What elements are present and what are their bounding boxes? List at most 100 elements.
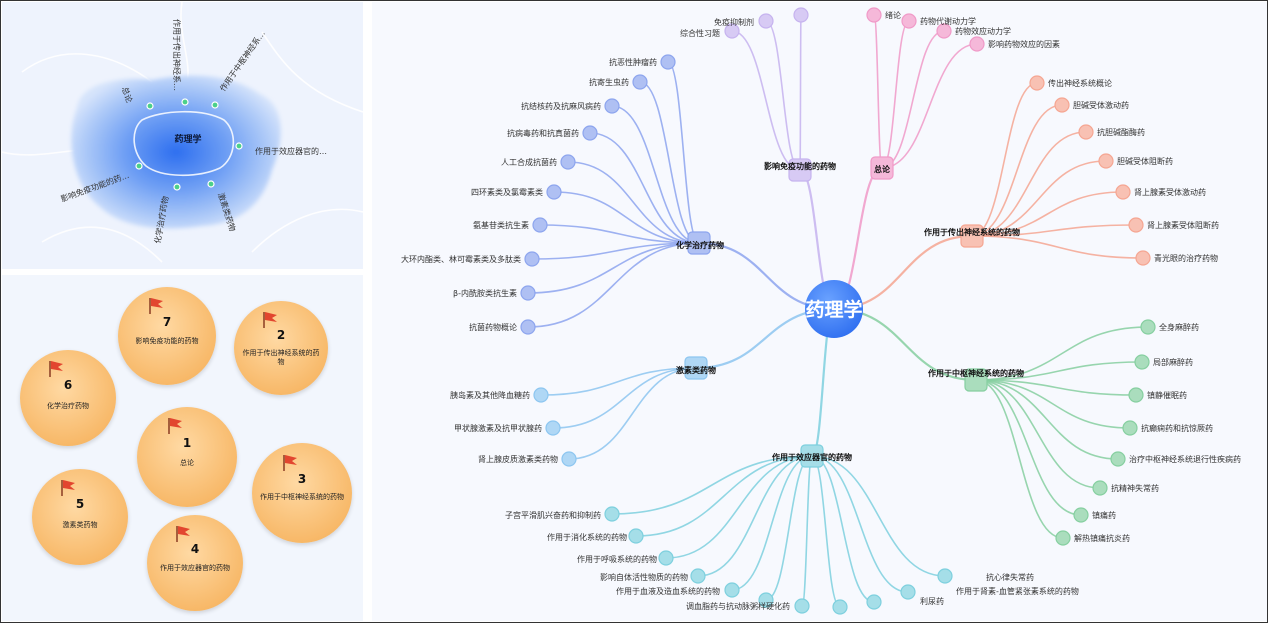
general-intro-leaf-dot[interactable]: [969, 36, 985, 52]
efferent-nervous-leaf-dot[interactable]: [1054, 97, 1070, 113]
effector-organ-leaf-dot[interactable]: [724, 582, 740, 598]
connector-line: [527, 242, 700, 328]
hormone-drugs-hub[interactable]: [684, 356, 708, 380]
chem-treatment-leaf-dot[interactable]: [520, 319, 536, 335]
effector-organ-leaf-dot[interactable]: [758, 592, 774, 608]
hormone-drugs-leaf-dot[interactable]: [561, 451, 577, 467]
chem-treatment-leaf-dot[interactable]: [660, 54, 676, 70]
hormone-drugs-hub-label: 激素类药物: [676, 365, 716, 375]
central-nervous-hub[interactable]: [964, 368, 988, 392]
chem-treatment-leaf-label: 抗寄生虫药: [589, 77, 629, 87]
chem-treatment-leaf-dot[interactable]: [546, 184, 562, 200]
connector-line: [873, 14, 883, 169]
connector-line: [971, 224, 1137, 237]
effector-organ-leaf-dot[interactable]: [900, 584, 916, 600]
central-nervous-leaf-dot[interactable]: [1140, 319, 1156, 335]
cloud-label-organ: 作用于效应器官的…: [255, 146, 327, 156]
central-nervous-leaf-label: 镇痛药: [1092, 510, 1116, 520]
chem-treatment-leaf-dot[interactable]: [524, 251, 540, 267]
bubble-card-5[interactable]: 5 激素类药物: [32, 469, 128, 565]
card-number: 2: [276, 328, 286, 342]
connector-line: [568, 367, 697, 460]
general-intro-hub[interactable]: [870, 156, 894, 180]
central-nervous-leaf-dot[interactable]: [1092, 480, 1108, 496]
general-intro-leaf-label: 药物代谢动力学: [920, 16, 976, 26]
connector-line: [527, 242, 700, 294]
efferent-nervous-leaf-dot[interactable]: [1078, 124, 1094, 140]
card-label: 影响免疫功能的药物: [135, 337, 199, 345]
hormone-drugs-leaf-dot[interactable]: [545, 420, 561, 436]
connector-line: [975, 379, 1137, 396]
chem-treatment-leaf-label: 抗病毒药和抗真菌药: [507, 128, 579, 138]
hormone-drugs-leaf-dot[interactable]: [533, 387, 549, 403]
effector-organ-leaf-label: 作用于消化系统的药物: [547, 532, 627, 542]
central-nervous-leaf-dot[interactable]: [1134, 354, 1150, 370]
connector-line: [975, 379, 1064, 539]
flag-icon: [46, 358, 66, 382]
chem-treatment-leaf-dot[interactable]: [532, 217, 548, 233]
efferent-nervous-hub[interactable]: [960, 224, 984, 248]
immune-drugs-leaf-dot[interactable]: [758, 13, 774, 29]
effector-organ-leaf-label: 作用于血液及造血系统的药物: [616, 586, 720, 596]
efferent-nervous-leaf-dot[interactable]: [1135, 250, 1151, 266]
immune-drugs-leaf-dot[interactable]: [724, 23, 740, 39]
efferent-nervous-leaf-label: 青光眼的治疗药物: [1154, 253, 1218, 263]
central-nervous-leaf-dot[interactable]: [1073, 507, 1089, 523]
bubble-card-1[interactable]: 1 总论: [137, 407, 237, 507]
efferent-nervous-leaf-dot[interactable]: [1115, 184, 1131, 200]
general-intro-leaf-dot[interactable]: [901, 13, 917, 29]
chem-treatment-leaf-dot[interactable]: [604, 98, 620, 114]
effector-organ-leaf-dot[interactable]: [628, 528, 644, 544]
central-nervous-leaf-dot[interactable]: [1110, 451, 1126, 467]
effector-organ-leaf-dot[interactable]: [866, 594, 882, 610]
general-intro-leaf-dot[interactable]: [936, 23, 952, 39]
cloud-label-cns: 作用于中枢神经系…: [217, 28, 266, 93]
root-node[interactable]: [805, 280, 863, 338]
mind-map-canvas: 抗恶性肿瘤药抗寄生虫药抗结核药及抗麻风病药抗病毒药和抗真菌药人工合成抗菌药四环素…: [401, 7, 1241, 615]
bubble-card-4[interactable]: 4 作用于效应器官的药物: [147, 515, 243, 611]
effector-organ-hub[interactable]: [800, 444, 824, 468]
efferent-nervous-leaf-dot[interactable]: [1128, 217, 1144, 233]
chem-treatment-hub[interactable]: [687, 231, 711, 255]
connector-line: [801, 455, 813, 607]
immune-leaf-label: 免疫抑制剂: [714, 17, 754, 27]
effector-organ-leaf-dot[interactable]: [937, 568, 953, 584]
bubble-card-6[interactable]: 6 化学治疗药物: [20, 350, 116, 446]
connector-line: [811, 455, 875, 603]
connector-line: [971, 131, 1087, 237]
efferent-nervous-leaf-dot[interactable]: [1098, 153, 1114, 169]
immune-drugs-hub[interactable]: [788, 158, 812, 182]
connector-line: [665, 455, 813, 559]
flag-icon: [165, 415, 185, 439]
effector-organ-leaf-dot[interactable]: [690, 568, 706, 584]
general-intro-hub-label: 总论: [874, 164, 891, 174]
bubble-card-3[interactable]: 3 作用于中枢神经系统的药物: [252, 443, 352, 543]
connector-line: [811, 455, 909, 593]
chem-treatment-leaf-dot[interactable]: [560, 154, 576, 170]
central-nervous-leaf-dot[interactable]: [1128, 387, 1144, 403]
connector-line: [971, 191, 1124, 237]
central-nervous-hub-label: 作用于中枢神经系统的药物: [928, 368, 1024, 378]
effector-organ-leaf-dot[interactable]: [794, 598, 810, 614]
efferent-nervous-leaf-dot[interactable]: [1029, 75, 1045, 91]
connector-line: [971, 235, 1144, 259]
general-intro-leaf-dot[interactable]: [866, 7, 882, 23]
chem-treatment-hub-label: 化学治疗药物: [676, 240, 724, 250]
central-nervous-leaf-label: 治疗中枢神经系统退行性疾病药: [1129, 454, 1241, 464]
card-label: 作用于传出神经系统的药物: [242, 349, 320, 366]
effector-organ-leaf-dot[interactable]: [832, 599, 848, 615]
chem-treatment-leaf-dot[interactable]: [582, 125, 598, 141]
cloud-blob: [71, 75, 281, 229]
connector-line: [553, 191, 700, 244]
central-nervous-leaf-dot[interactable]: [1055, 530, 1071, 546]
bubble-card-7[interactable]: 7 影响免疫功能的药物: [118, 287, 216, 385]
chem-treatment-leaf-dot[interactable]: [520, 285, 536, 301]
effector-organ-leaf-dot[interactable]: [658, 550, 674, 566]
central-nervous-leaf-dot[interactable]: [1122, 420, 1138, 436]
bubble-card-2[interactable]: 2 作用于传出神经系统的药物: [234, 301, 328, 395]
immune-drugs-leaf-dot[interactable]: [793, 7, 809, 23]
card-label: 作用于中枢神经系统的药物: [260, 493, 344, 501]
efferent-nervous-hub-label: 作用于传出神经系统的药物: [924, 227, 1020, 237]
effector-organ-leaf-dot[interactable]: [604, 506, 620, 522]
chem-treatment-leaf-dot[interactable]: [632, 74, 648, 90]
